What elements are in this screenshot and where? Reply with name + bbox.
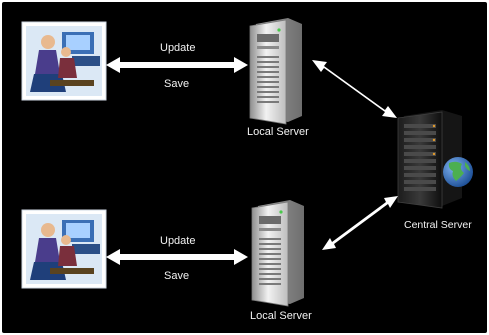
central-server-label: Central Server bbox=[404, 219, 472, 231]
arrow-top-link bbox=[106, 57, 248, 73]
arrow-top-to-central bbox=[312, 60, 397, 118]
workstation-users-icon bbox=[21, 209, 107, 289]
top-local-server bbox=[249, 18, 302, 125]
top-update-label: Update bbox=[160, 42, 196, 54]
arrow-bottom-to-central bbox=[322, 196, 398, 250]
globe-icon bbox=[443, 157, 473, 187]
top-save-label: Save bbox=[164, 78, 190, 90]
bottom-local-server-label: Local Server bbox=[250, 310, 312, 322]
arrow-bottom-link bbox=[106, 249, 248, 265]
bottom-update-label: Update bbox=[160, 235, 196, 247]
workstation-users-icon bbox=[21, 21, 107, 101]
top-local-server-label: Local Server bbox=[247, 126, 309, 138]
bottom-local-server bbox=[251, 200, 304, 307]
bottom-save-label: Save bbox=[164, 270, 190, 282]
central-server bbox=[397, 110, 462, 209]
